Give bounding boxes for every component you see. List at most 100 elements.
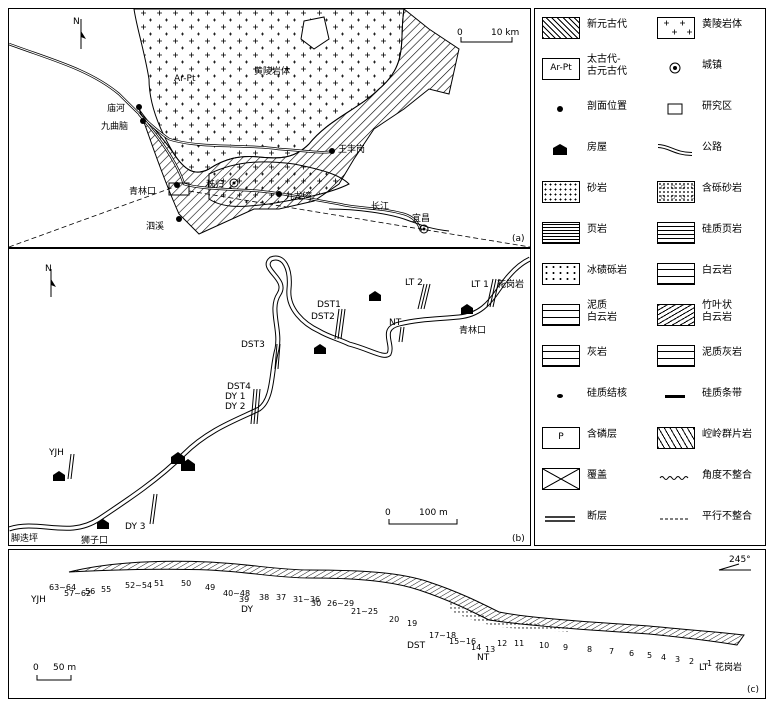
layer-label: 6 [629,649,634,658]
legend-label: 房屋 [587,142,607,153]
label-dst2: DST2 [311,312,335,322]
legend-label: 太古代- 古元古代 [587,54,627,77]
label-yichang: 宜昌 [412,212,430,224]
legend-label: 覆盖 [587,470,607,481]
svg-text:100 m: 100 m [419,508,448,518]
legend-item-study-area-rect: 研究区 [650,91,765,131]
legend-item-huangling-pattern: 黄陵岩体 [650,9,765,49]
label-dy-c: DY [241,605,253,615]
section-marks [67,278,500,525]
legend-item-parallel-unconformity: 平行不整合 [650,501,765,541]
tillite-pattern-icon [542,263,580,285]
layer-label: 11 [514,639,524,648]
legend-item-muddy-limestone-pattern: 泥质灰岩 [650,337,765,377]
label-ar-pt: Ar-Pt [174,74,196,84]
ar-pt-box-icon: Ar-Pt [542,58,580,80]
study-area-rect-icon [657,99,695,121]
layer-label: 37 [276,593,286,602]
scale-bar-a: 0 10 km [457,28,519,43]
legend-label: 研究区 [702,101,732,112]
layer-label: 26~29 [327,599,354,608]
dolomite-pattern-icon [657,263,695,285]
layer-label: 8 [587,645,592,654]
panel-a-map: N 0 10 km Ar-Pt 黄陵岩体 庙河 九曲脑 王丰岗 青林口 秭归 九… [8,8,531,248]
legend-item-limestone-pattern: 灰岩 [535,337,650,377]
label-nt-c: NT [477,653,490,663]
legend-item-neoproterozoic-pattern: 新元古代 [535,9,650,49]
legend-label: 白云岩 [702,265,732,276]
legend-item-siliceous-shale-pattern: 硅质页岩 [650,214,765,254]
label-yjh-b: YJH [48,448,64,458]
changjiang-river [328,208,450,232]
legend-item-bamboo-leaf-dolomite-pattern: 竹叶状 白云岩 [650,296,765,336]
layer-label: 30 [311,599,321,608]
legend-item-shale-pattern: 页岩 [535,214,650,254]
panel-b-tag: (b) [512,534,525,544]
legend-label: 含磷层 [587,429,617,440]
layer-label: 3 [675,655,680,664]
azimuth-indicator: 245° [718,555,751,571]
legend-label: 剖面位置 [587,101,627,112]
layer-label: 63~64 [49,583,76,592]
legend-item-tillite-pattern: 冰碛砾岩 [535,255,650,295]
label-jiaodianping: 脚迭坪 [11,532,38,544]
panel-a-tag: (a) [512,234,525,244]
section-profile [68,560,745,646]
legend-label: 黄陵岩体 [702,19,742,30]
layer-label: 14 [471,643,481,652]
legend-symbol-text: P [558,432,564,442]
legend-label: 断层 [587,511,607,522]
label-jiulongwan: 九龙湾 [285,190,312,202]
svg-text:10 km: 10 km [491,28,519,38]
legend-label: 新元古代 [587,19,627,30]
layer-label: 51 [154,579,164,588]
road-symbol-icon [657,140,695,162]
label-granite-c: 花岗岩 [715,661,742,673]
legend-item-siliceous-nodule: 硅质结核 [535,378,650,418]
legend-item-muddy-dolomite-pattern: 泥质 白云岩 [535,296,650,336]
parallel-unconformity-icon [657,509,695,531]
legend-label: 含砾砂岩 [702,183,742,194]
layer-label: 19 [407,619,417,628]
label-nt-b: NT [389,318,402,328]
layer-label: 20 [389,615,399,624]
layer-label: 13 [485,645,495,654]
layer-label: 55 [101,585,111,594]
layer-label: 2 [689,657,694,666]
siliceous-nodule-icon [542,386,580,408]
sandstone-pattern-icon [542,181,580,203]
layer-label: 56 [85,587,95,596]
label-wangfenggang: 王丰岗 [338,143,365,155]
layer-label: 52~54 [125,581,152,590]
angular-unconformity-icon [657,468,695,490]
layer-label: 40~48 [223,589,250,598]
house-symbol-icon [542,140,580,162]
label-qinglinkou: 青林口 [129,185,156,197]
label-yjh-c: YJH [30,595,46,605]
legend-label: 泥质灰岩 [702,347,742,358]
legend-item-conglomeratic-sandstone-pattern: 含砾砂岩 [650,173,765,213]
legend-label: 泥质 白云岩 [587,300,617,323]
legend-item-phosphorus-box: P 含磷层 [535,419,650,459]
layer-label: 21~25 [351,607,378,616]
legend: 新元古代 黄陵岩体 Ar-Pt 太古代- 古元古代 城镇剖面位置 研究区房屋 公路砂岩 含砾砂… [534,8,766,546]
phosphorus-box-icon: P [542,427,580,449]
panel-b-svg: N 0 100 m LT 2 LT 1 花岗岩 DST1 DST2 NT 青林口… [8,255,532,546]
legend-label: 砂岩 [587,183,607,194]
label-dy1: DY 1 [225,392,246,402]
label-miaohe: 庙河 [107,102,125,114]
legend-symbol-text: Ar-Pt [550,63,572,73]
legend-label: 页岩 [587,224,607,235]
legend-label: 城镇 [702,60,722,71]
legend-item-house-symbol: 房屋 [535,132,650,172]
legend-item-angular-unconformity: 角度不整合 [650,460,765,500]
label-sixi: 泗溪 [146,220,164,232]
legend-item-kongling-schist-pattern: 崆岭群片岩 [650,419,765,459]
legend-label: 公路 [702,142,722,153]
label-qinglinkou-b: 青林口 [459,324,486,336]
label-dy3: DY 3 [125,522,146,532]
huangling-pattern-icon [657,17,695,39]
layer-label: 15~16 [449,637,476,646]
